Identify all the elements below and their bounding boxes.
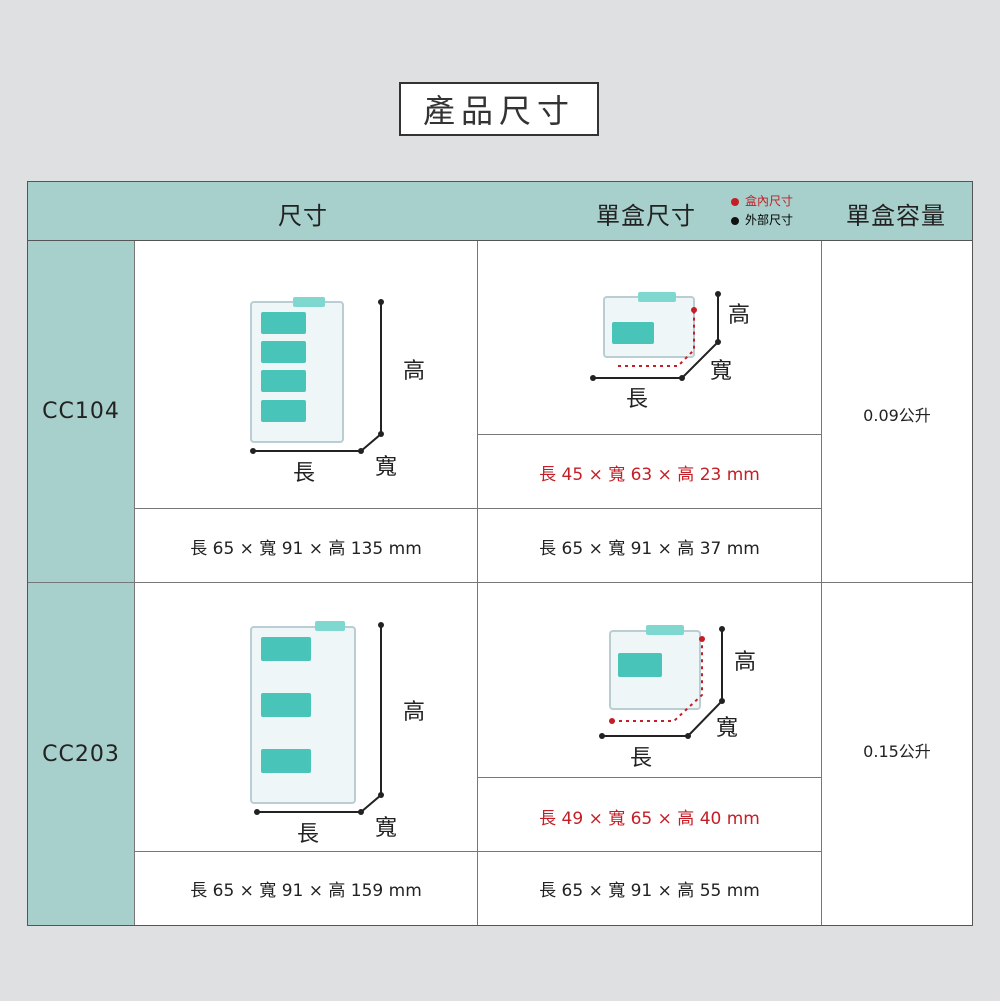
black-dot-icon [731, 216, 739, 225]
overall-size-2: 長 65 × 寬 91 × 高 159 mm [190, 881, 422, 901]
cc104-stack-drawer-icon [250, 297, 344, 443]
capacity-2: 0.15公升 [863, 742, 931, 761]
dim-width-label-1: 寬 [375, 455, 397, 480]
cc104-single-box-illustration: 高 寬 長 [590, 291, 750, 412]
single-height-label-2: 高 [734, 650, 756, 675]
dim-length-label-1: 長 [293, 461, 315, 486]
header-single-box: 單盒尺寸 [596, 202, 696, 230]
table-header: 尺寸 單盒尺寸 盒內尺寸 外部尺寸 單盒容量 [28, 182, 972, 241]
cc203-stack-drawer-icon [250, 621, 356, 804]
cc203-single-box-illustration: 高 寬 長 [599, 625, 756, 771]
overall-size-1: 長 65 × 寬 91 × 高 135 mm [190, 539, 422, 559]
red-dot-icon [731, 197, 739, 206]
legend-outer: 外部尺寸 [745, 213, 794, 227]
dim-width-label-2: 寬 [375, 816, 397, 841]
legend: 盒內尺寸 外部尺寸 [731, 192, 793, 230]
legend-inner: 盒內尺寸 [745, 194, 794, 208]
size-table: 尺寸 單盒尺寸 盒內尺寸 外部尺寸 單盒容量 CC104 CC203 高 長 寬 [27, 181, 973, 926]
cc203-single-box-icon [609, 625, 701, 710]
single-width-label-2: 寬 [716, 716, 738, 741]
single-length-label-1: 長 [626, 387, 648, 412]
model-cell-1: CC104 [28, 241, 134, 582]
outer-size-1: 長 65 × 寬 91 × 高 37 mm [539, 539, 760, 559]
header-size: 尺寸 [278, 202, 328, 230]
cc203-stack-illustration: 高 長 寬 [250, 621, 425, 847]
page-title: 產品尺寸 [399, 82, 599, 136]
dim-length-label-2: 長 [297, 822, 319, 847]
dim-height-label-2: 高 [403, 700, 425, 725]
inner-size-2: 長 49 × 寬 65 × 高 40 mm [539, 809, 760, 829]
outer-size-2: 長 65 × 寬 91 × 高 55 mm [539, 881, 760, 901]
cc104-stack-illustration: 高 長 寬 [250, 297, 425, 486]
model-cell-2: CC203 [28, 583, 134, 925]
cc104-single-box-icon [603, 292, 695, 358]
capacity-1: 0.09公升 [863, 406, 931, 425]
single-height-label-1: 高 [728, 303, 750, 328]
single-length-label-2: 長 [630, 746, 652, 771]
header-capacity: 單盒容量 [846, 202, 946, 230]
dim-height-label-1: 高 [403, 359, 425, 384]
single-width-label-1: 寬 [710, 359, 732, 384]
inner-size-1: 長 45 × 寬 63 × 高 23 mm [539, 465, 760, 485]
